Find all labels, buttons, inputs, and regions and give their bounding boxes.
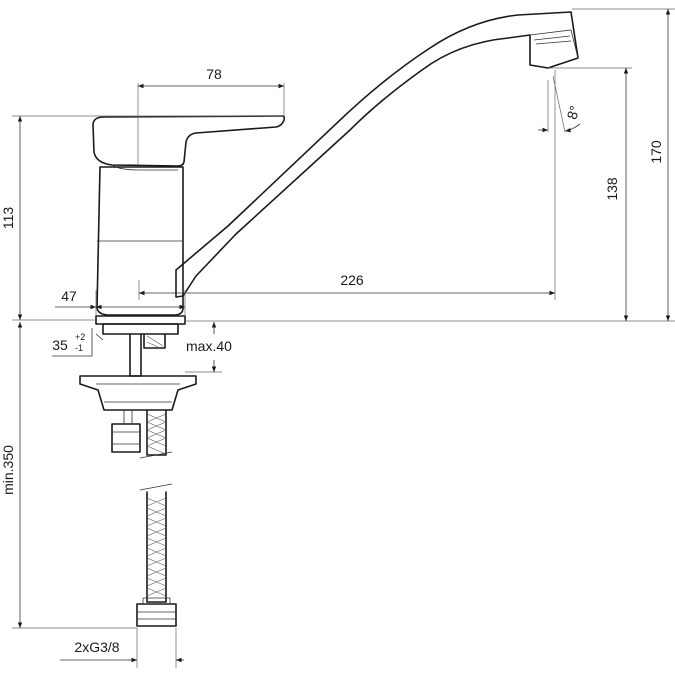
dimension-labels: 78 113 47 226 8° 138 170 35 +2 -1 max.40… — [0, 66, 664, 655]
mounting-nut — [111, 423, 141, 453]
mounting-bracket — [79, 375, 197, 411]
flex-hose-lower — [146, 491, 167, 603]
dim-connection: 2xG3/8 — [74, 639, 119, 655]
threaded-stud — [129, 333, 142, 377]
dim-hole-tol-lower: -1 — [75, 343, 83, 353]
dim-hose-length: min.350 — [0, 445, 16, 495]
faucet-outline — [79, 11, 579, 627]
dim-spout-angle: 8° — [564, 104, 583, 122]
dim-hole-diameter: 35 — [52, 337, 68, 353]
dim-total-height: 170 — [648, 140, 664, 164]
dim-handle-length: 78 — [206, 66, 222, 82]
hose-end-nut — [136, 603, 177, 627]
dim-base-width: 47 — [61, 288, 77, 304]
dim-max-deck: max.40 — [186, 338, 232, 354]
lever-handle — [92, 115, 286, 167]
base-flange — [95, 315, 186, 325]
dim-outlet-height: 138 — [604, 177, 620, 201]
dim-body-height: 113 — [0, 207, 16, 230]
faucet-body — [96, 166, 184, 316]
spout — [175, 11, 579, 298]
handle-edge — [111, 164, 178, 171]
dimension-lines — [12, 8, 675, 668]
dim-spout-reach: 226 — [340, 272, 364, 288]
flex-hose-upper — [146, 409, 167, 456]
dim-hole-tol-upper: +2 — [75, 332, 85, 342]
aerator — [529, 29, 579, 59]
